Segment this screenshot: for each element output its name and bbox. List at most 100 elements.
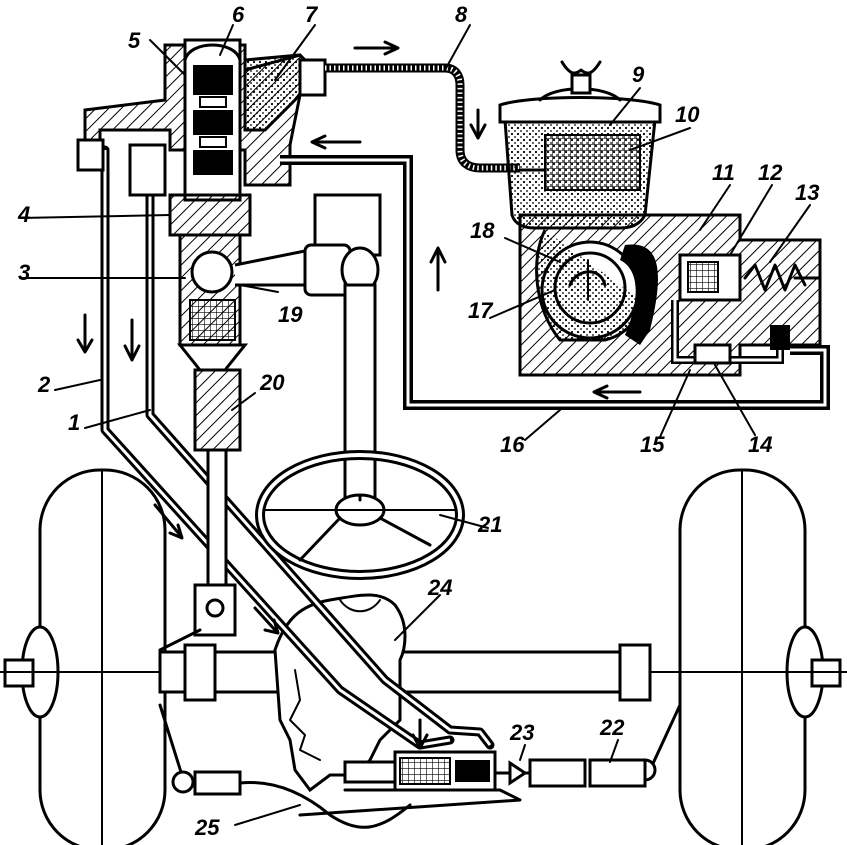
label-12: 12 bbox=[758, 160, 783, 185]
leader-23 bbox=[519, 744, 526, 761]
leader-24 bbox=[394, 594, 441, 641]
safety-valve-ball bbox=[687, 261, 719, 293]
return-fitting-8 bbox=[298, 58, 327, 97]
leader-4 bbox=[19, 214, 171, 219]
leader-9 bbox=[609, 87, 641, 126]
label-7: 7 bbox=[305, 2, 319, 27]
reaction-plunger-housing-4 bbox=[168, 193, 252, 237]
leader-21 bbox=[439, 514, 489, 529]
flow-arrow-supply-left bbox=[592, 384, 642, 400]
label-11: 11 bbox=[712, 160, 735, 185]
right-steering-arm bbox=[648, 703, 682, 772]
tie-rod-sleeve-22 bbox=[588, 758, 647, 788]
leader-5 bbox=[149, 39, 186, 76]
label-23: 23 bbox=[509, 720, 534, 745]
control-valve-assembly bbox=[76, 38, 327, 652]
return-line-8 bbox=[325, 40, 520, 173]
tie-rod-sleeve-23 bbox=[528, 758, 587, 788]
left-arm-ball-joint bbox=[171, 770, 195, 794]
pitman-arm-pin bbox=[205, 598, 225, 618]
label-10: 10 bbox=[675, 102, 700, 127]
column-ball-joint bbox=[190, 250, 234, 294]
leader-16 bbox=[524, 409, 561, 441]
label-16: 16 bbox=[500, 432, 525, 457]
flow-arrow-supply-top bbox=[310, 134, 362, 150]
supply-line-16 bbox=[280, 134, 830, 410]
valve-spool-land-1 bbox=[193, 65, 233, 95]
pump-assembly bbox=[518, 213, 822, 377]
power-cylinder bbox=[298, 750, 522, 817]
label-5: 5 bbox=[128, 28, 141, 53]
union-right bbox=[128, 143, 167, 197]
label-14: 14 bbox=[748, 432, 772, 457]
label-4: 4 bbox=[17, 202, 30, 227]
pipe-1-core bbox=[148, 150, 492, 746]
label-24: 24 bbox=[427, 575, 452, 600]
label-6: 6 bbox=[232, 2, 245, 27]
flow-arrow-pipe-2 bbox=[76, 313, 94, 354]
oil-reservoir bbox=[498, 60, 662, 230]
label-18: 18 bbox=[470, 218, 495, 243]
label-2: 2 bbox=[37, 372, 51, 397]
label-20: 20 bbox=[259, 370, 285, 395]
axle-left-clamp bbox=[183, 643, 217, 702]
flow-arrow-supply-up bbox=[429, 246, 447, 292]
valve-cap bbox=[183, 43, 242, 62]
reservoir-filler-stem bbox=[570, 73, 592, 95]
leader-6 bbox=[219, 24, 234, 56]
flow-arrow-return-down bbox=[469, 108, 487, 140]
relief-spring-13 bbox=[743, 263, 807, 292]
column-shaft-19 bbox=[234, 248, 312, 287]
supply-line-core bbox=[280, 158, 827, 407]
right-wheel bbox=[678, 468, 842, 845]
leader-14 bbox=[714, 364, 756, 436]
pump-discharge-channel bbox=[620, 244, 658, 345]
reservoir-filter-10 bbox=[544, 134, 641, 191]
left-wheel bbox=[3, 468, 167, 845]
leader-19 bbox=[239, 284, 279, 293]
leader-17 bbox=[489, 289, 556, 319]
leader-12 bbox=[729, 184, 773, 256]
pitman-arm-link bbox=[158, 628, 202, 652]
gear-housing-top-curve bbox=[339, 599, 381, 613]
leader-11 bbox=[699, 184, 731, 231]
leader-7 bbox=[274, 24, 316, 81]
power-cylinder-mount bbox=[343, 760, 397, 784]
leader-lines bbox=[19, 24, 811, 826]
label-13: 13 bbox=[795, 180, 819, 205]
leader-13 bbox=[769, 204, 811, 263]
pressure-lines bbox=[76, 145, 495, 750]
leader-18 bbox=[504, 237, 561, 263]
label-25: 25 bbox=[194, 815, 220, 840]
gear-housing-stepped-edge bbox=[289, 669, 321, 761]
flow-arrow-return bbox=[353, 40, 400, 56]
pump-outlet-plug bbox=[770, 325, 790, 350]
leader-2 bbox=[54, 379, 101, 391]
flow-arrow-diag-1 bbox=[153, 503, 184, 540]
label-22: 22 bbox=[599, 715, 625, 740]
flow-arrow-cylinder bbox=[411, 718, 429, 750]
leader-25 bbox=[234, 804, 301, 826]
valve-return-cavity-7 bbox=[243, 53, 317, 132]
power-cylinder-valve bbox=[399, 757, 451, 785]
axle-right-clamp bbox=[618, 643, 652, 702]
tie-rod-joint bbox=[508, 760, 528, 786]
label-17: 17 bbox=[468, 298, 494, 323]
valve-spool-land-2 bbox=[193, 110, 233, 135]
return-line-inner bbox=[325, 65, 520, 171]
label-15: 15 bbox=[640, 432, 665, 457]
label-9: 9 bbox=[632, 62, 645, 87]
union-left bbox=[76, 138, 105, 172]
column-bottom-taper bbox=[176, 343, 249, 372]
valve-spool-neck-1 bbox=[199, 96, 227, 108]
label-8: 8 bbox=[455, 2, 468, 27]
left-tie-rod bbox=[238, 781, 412, 829]
leader-20 bbox=[231, 392, 256, 411]
drop-shaft-rod bbox=[206, 448, 228, 592]
wing-nut bbox=[560, 60, 602, 75]
flow-arrow-pipe-1 bbox=[123, 318, 141, 362]
return-line-outer bbox=[325, 63, 520, 173]
leader-1 bbox=[84, 409, 151, 429]
column-springs bbox=[189, 299, 236, 341]
